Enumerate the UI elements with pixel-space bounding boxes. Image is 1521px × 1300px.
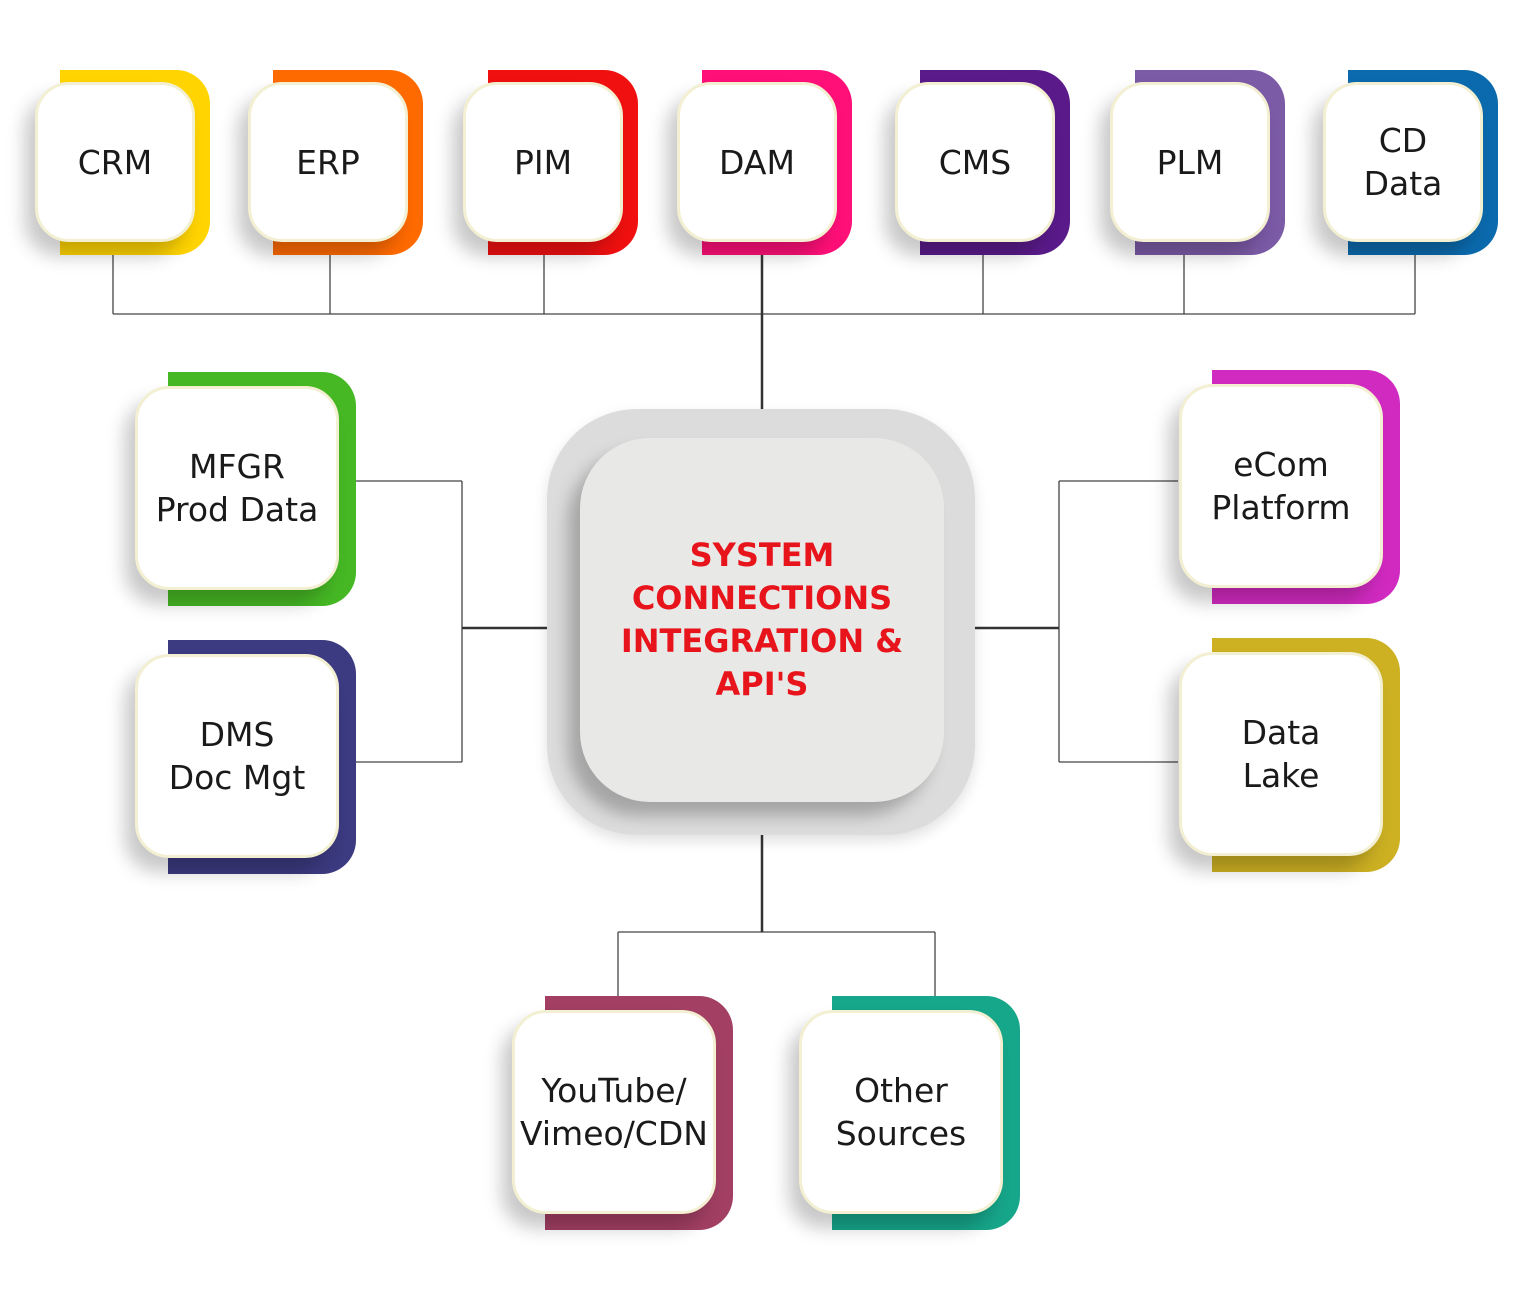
hub-card: SYSTEM CONNECTIONS INTEGRATION & API'S — [580, 438, 944, 802]
node-dam: DAM — [672, 70, 852, 255]
node-label: CD Data — [1363, 121, 1443, 203]
node-label: YouTube/ Vimeo/CDN — [520, 1071, 708, 1153]
node-label: CMS — [938, 142, 1012, 182]
node-card: CD Data — [1323, 82, 1483, 242]
node-label: DMS Doc Mgt — [168, 715, 306, 797]
node-erp: ERP — [243, 70, 423, 255]
node-cd-data: CD Data — [1318, 70, 1498, 255]
node-label: eCom Platform — [1211, 445, 1351, 527]
node-card: DAM — [677, 82, 837, 242]
node-mfgr-prod-data: MFGR Prod Data — [132, 372, 356, 606]
node-card: PIM — [463, 82, 623, 242]
node-label: Other Sources — [835, 1071, 967, 1153]
node-label: ERP — [296, 142, 360, 182]
node-card: CRM — [35, 82, 195, 242]
node-card: Data Lake — [1179, 652, 1383, 856]
node-dms-doc-mgt: DMS Doc Mgt — [132, 640, 356, 874]
node-card: ERP — [248, 82, 408, 242]
hub-label: SYSTEM CONNECTIONS INTEGRATION & API'S — [620, 536, 904, 703]
node-label: CRM — [77, 142, 153, 182]
node-card: eCom Platform — [1179, 384, 1383, 588]
node-label: MFGR Prod Data — [155, 447, 319, 529]
node-card: CMS — [895, 82, 1055, 242]
node-ecom-platform: eCom Platform — [1176, 370, 1400, 604]
node-card: PLM — [1110, 82, 1270, 242]
node-label: DAM — [719, 142, 795, 182]
node-card: MFGR Prod Data — [135, 386, 339, 590]
node-data-lake: Data Lake — [1176, 638, 1400, 872]
node-cms: CMS — [890, 70, 1070, 255]
node-pim: PIM — [458, 70, 638, 255]
node-card: YouTube/ Vimeo/CDN — [512, 1010, 716, 1214]
node-card: Other Sources — [799, 1010, 1003, 1214]
node-label: Data Lake — [1241, 713, 1321, 795]
node-crm: CRM — [30, 70, 210, 255]
node-plm: PLM — [1105, 70, 1285, 255]
node-label: PIM — [513, 142, 573, 182]
node-youtube-vimeo-cdn: YouTube/ Vimeo/CDN — [509, 996, 733, 1230]
node-other-sources: Other Sources — [796, 996, 1020, 1230]
node-card: DMS Doc Mgt — [135, 654, 339, 858]
node-label: PLM — [1156, 142, 1224, 182]
